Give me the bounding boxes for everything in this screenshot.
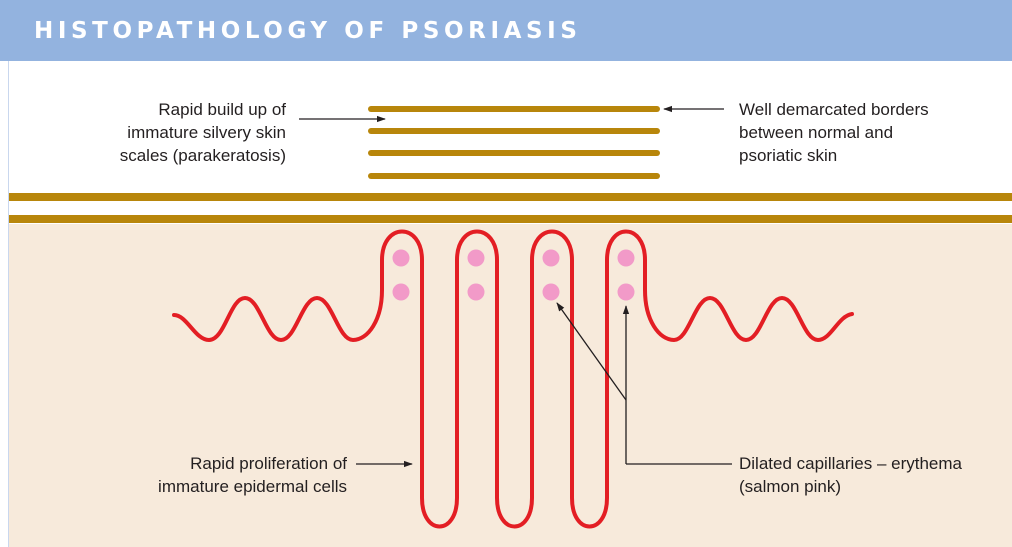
skin-surface-band (9, 215, 1012, 223)
capillaries-label-line: Dilated capillaries – erythema (739, 452, 962, 475)
capillaries-label: Dilated capillaries – erythema (salmon p… (739, 452, 962, 498)
proliferation-label-line: Rapid proliferation of (158, 452, 347, 475)
borders-label-line: psoriatic skin (739, 144, 929, 167)
capillaries-leader-arrow (557, 303, 626, 400)
capillary-dot (393, 284, 410, 301)
scales-label: Rapid build up of immature silvery skin … (120, 98, 286, 167)
borders-label-line: Well demarcated borders (739, 98, 929, 121)
scales-label-line: scales (parakeratosis) (120, 144, 286, 167)
borders-label-line: between normal and (739, 121, 929, 144)
capillary-dots (393, 250, 635, 301)
capillary-dot (393, 250, 410, 267)
skin-surface-band (9, 193, 1012, 201)
capillary-dot (618, 250, 635, 267)
capillary-dot (468, 284, 485, 301)
capillaries-label-line: (salmon pink) (739, 475, 962, 498)
capillary-dot (618, 284, 635, 301)
scales-label-line: Rapid build up of (120, 98, 286, 121)
capillary-dot (543, 250, 560, 267)
scales-label-line: immature silvery skin (120, 121, 286, 144)
capillary-dot (468, 250, 485, 267)
proliferation-label-line: immature epidermal cells (158, 475, 347, 498)
scale-layers (371, 109, 657, 176)
capillary-dot (543, 284, 560, 301)
proliferation-label: Rapid proliferation of immature epiderma… (158, 452, 347, 498)
borders-label: Well demarcated borders between normal a… (739, 98, 929, 167)
